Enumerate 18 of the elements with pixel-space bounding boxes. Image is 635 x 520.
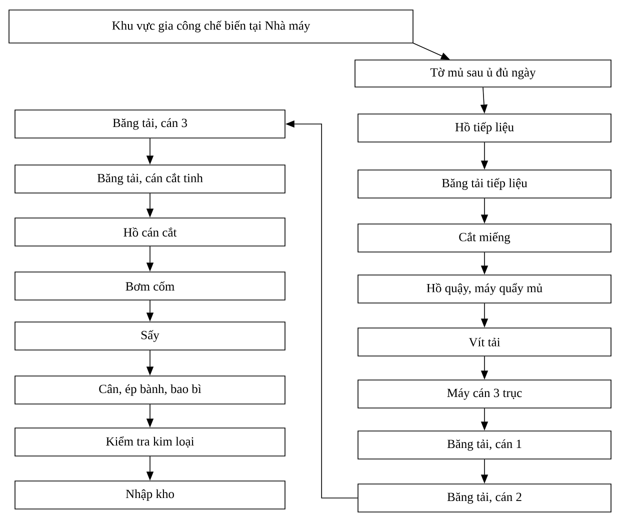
process-box: Sấy xyxy=(14,322,286,350)
process-box: Băng tải, cán 3 xyxy=(14,110,286,138)
process-box: Nhập kho xyxy=(14,480,286,510)
process-box: Hồ tiếp liệu xyxy=(358,114,612,142)
process-box: Băng tải, cán 2 xyxy=(358,484,612,512)
process-box: Khu vực gia công chế biến tại Nhà máy xyxy=(8,10,414,44)
process-box: Băng tải, cán cắt tinh xyxy=(14,164,286,194)
process-box: Kiểm tra kim loại xyxy=(14,428,286,456)
process-box: Hồ cán cắt xyxy=(14,218,286,246)
process-box: Băng tải, cán 1 xyxy=(358,430,612,460)
process-box: Cắt miếng xyxy=(358,224,612,252)
process-box: Băng tải tiếp liệu xyxy=(358,170,612,198)
process-box: Máy cán 3 trục xyxy=(358,380,612,408)
process-box: Bơm cốm xyxy=(14,272,286,300)
process-box: Vít tải xyxy=(358,328,612,356)
process-box: Tờ mủ sau ủ đủ ngày xyxy=(354,60,612,88)
process-box: Hồ quậy, máy quẩy mủ xyxy=(358,274,612,304)
process-box: Cân, ép bành, bao bì xyxy=(14,376,286,404)
